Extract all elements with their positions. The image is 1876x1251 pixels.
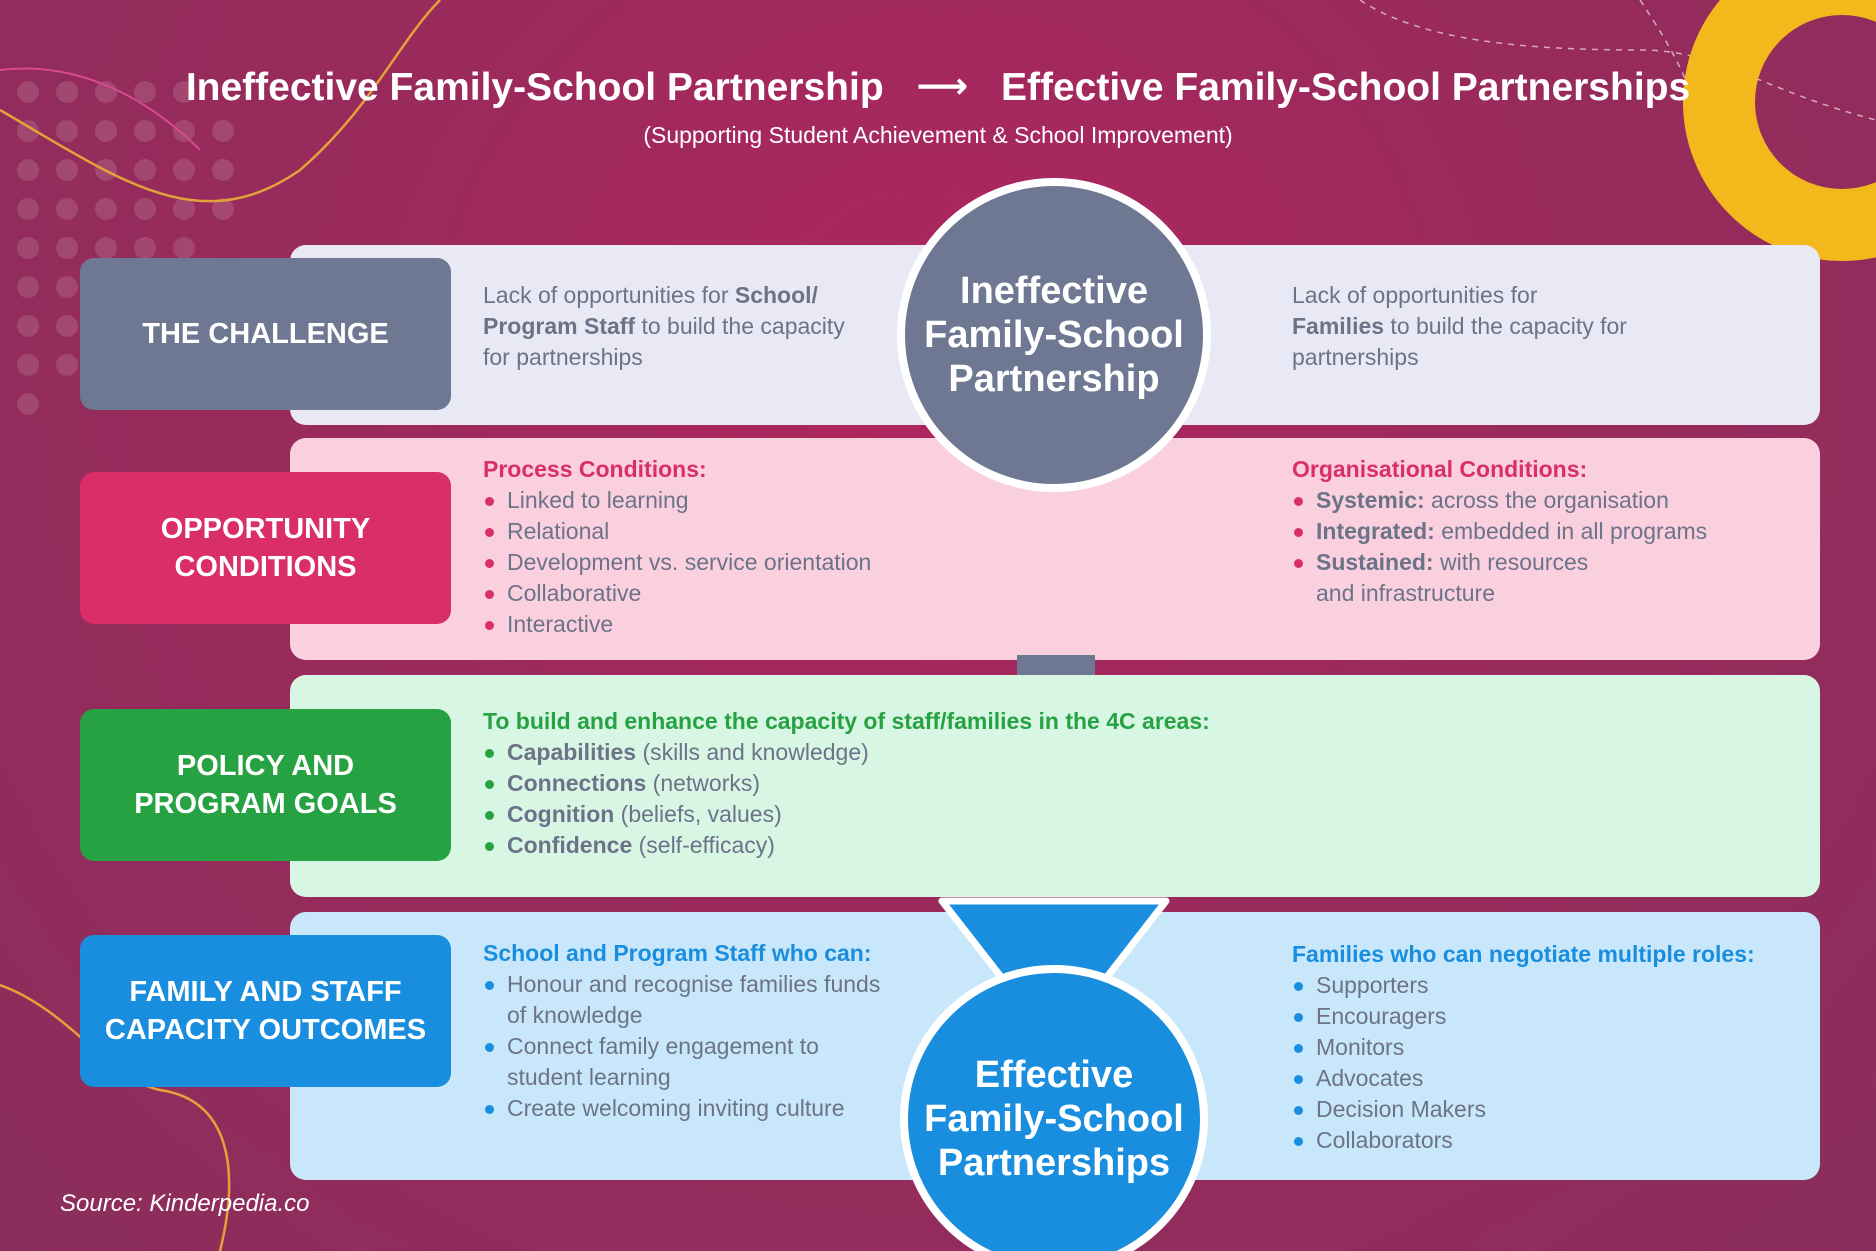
item-bold: Cognition [507,801,615,827]
list-item: Monitors [1292,1032,1772,1063]
challenge-right-part: Lack of opportunities for [1292,282,1538,308]
list-item: Relational [483,516,923,547]
list-item: Collaborative [483,578,923,609]
process-conditions-heading: Process Conditions: [483,456,707,482]
dot-pattern [17,81,234,415]
effective-partnership-circle: Effective Family-School Partnerships [900,965,1208,1251]
list-item: Encouragers [1292,1001,1772,1032]
staff-outcomes: School and Program Staff who can: Honour… [483,938,893,1124]
item-text: with resources and infrastructure [1316,549,1589,606]
staff-outcomes-heading: School and Program Staff who can: [483,940,872,966]
list-item: Decision Makers [1292,1094,1772,1125]
policy-band [290,675,1820,897]
policy-goals-heading: To build and enhance the capacity of sta… [483,708,1210,734]
pink-curve [0,67,201,151]
item-bold: Systemic: [1316,487,1425,513]
organisational-conditions: Organisational Conditions: Systemic: acr… [1292,454,1762,609]
family-outcomes-heading: Families who can negotiate multiple role… [1292,941,1755,967]
item-bold: Connections [507,770,647,796]
family-outcomes: Families who can negotiate multiple role… [1292,939,1772,1156]
item-text: across the organisation [1424,487,1669,513]
page-subtitle: (Supporting Student Achievement & School… [643,122,1233,148]
challenge-left-part-2: to build the capacity for partnerships [483,313,845,370]
process-conditions: Process Conditions: Linked to learning R… [483,454,923,640]
challenge-left-text: Lack of opportunities for School/Program… [483,280,863,373]
list-item: Systemic: across the organisation [1292,485,1762,516]
list-item: Collaborators [1292,1125,1772,1156]
challenge-right-part-2: to build the capacity for partnerships [1292,313,1627,370]
orange-curve-bottom [0,983,231,1251]
yellow-ring [1683,0,1876,261]
list-item: Create welcoming inviting culture [483,1093,893,1124]
item-bold: Sustained: [1316,549,1434,575]
list-item: Confidence (self-efficacy) [483,830,1243,861]
challenge-right-text: Lack of opportunities for Families to bu… [1292,280,1672,373]
page-title: Ineffective Family-School Partnership ⟶ … [0,65,1876,110]
item-bold: Capabilities [507,739,637,765]
list-item: Connections (networks) [483,768,1243,799]
source-credit: Source: Kinderpedia.co [60,1190,310,1217]
challenge-left-bold-2: Program Staff [483,313,636,339]
item-text: (beliefs, values) [614,801,782,827]
challenge-left-bold: School/ [734,282,818,308]
list-item: Honour and recognise families funds of k… [483,969,893,1031]
list-item: Cognition (beliefs, values) [483,799,1243,830]
list-item: Supporters [1292,970,1772,1001]
item-text: (self-efficacy) [632,832,775,858]
list-item: Integrated: embedded in all programs [1292,516,1762,547]
item-text: embedded in all programs [1434,518,1708,544]
challenge-left-part: Lack of opportunities for [483,282,735,308]
item-text: (networks) [646,770,761,796]
label-policy-program-goals: POLICY AND PROGRAM GOALS [80,709,451,861]
list-item: Advocates [1292,1063,1772,1094]
item-bold: Confidence [507,832,633,858]
label-capacity-outcomes: FAMILY AND STAFF CAPACITY OUTCOMES [80,935,451,1087]
label-the-challenge: THE CHALLENGE [80,258,451,410]
title-left: Ineffective Family-School Partnership [185,66,884,109]
list-item: Linked to learning [483,485,923,516]
list-item: Interactive [483,609,923,640]
title-right: Effective Family-School Partnerships [1000,66,1691,109]
challenge-right-bold: Families [1292,313,1385,339]
organisational-conditions-heading: Organisational Conditions: [1292,456,1588,482]
label-opportunity-conditions: OPPORTUNITY CONDITIONS [80,472,451,624]
list-item: Capabilities (skills and knowledge) [483,737,1243,768]
right-arrow-icon: ⟶ [916,65,969,106]
list-item: Development vs. service orientation [483,547,923,578]
list-item: Connect family engagement to student lea… [483,1031,893,1093]
list-item: Sustained: with resources and infrastruc… [1292,547,1622,609]
dashed-curve [1359,0,1876,121]
policy-goals-text: To build and enhance the capacity of sta… [483,706,1243,861]
item-text: (skills and knowledge) [636,739,869,765]
orange-curve [0,0,441,203]
item-bold: Integrated: [1316,518,1435,544]
ineffective-partnership-circle: Ineffective Family-School Partnership [897,178,1211,492]
